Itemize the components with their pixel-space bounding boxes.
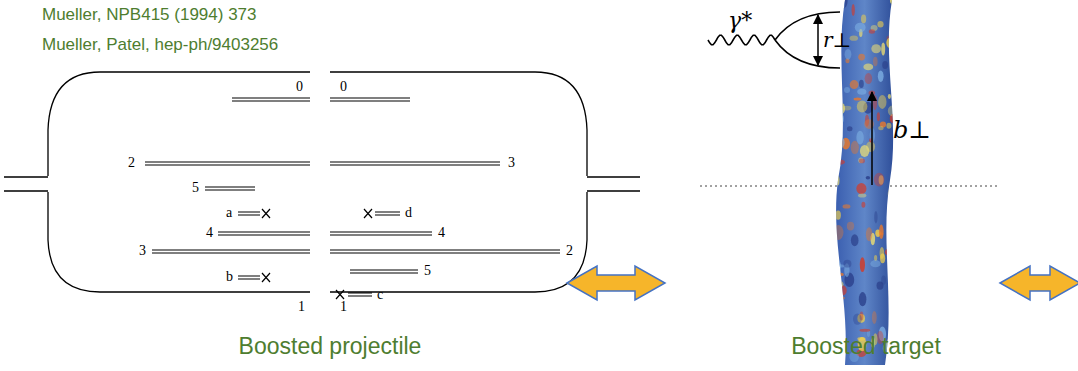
dipole-number: 5 xyxy=(192,181,199,195)
dipole-number: 4 xyxy=(438,226,445,240)
dipole-number: 2 xyxy=(566,244,573,258)
caption-text: Boosted target xyxy=(791,335,941,358)
dipole-number: 0 xyxy=(340,80,347,94)
double-arrow xyxy=(567,266,665,300)
dipole-number: a xyxy=(226,206,232,220)
reference: Mueller, Patel, hep-ph/9403256 xyxy=(42,36,278,53)
dipole-number: 1 xyxy=(340,300,347,314)
photon-line xyxy=(708,35,775,45)
onium-outline xyxy=(4,72,640,292)
photon-symbol: γ* xyxy=(728,10,752,32)
dipole-number: c xyxy=(377,288,383,302)
reference: Mueller, NPB415 (1994) 373 xyxy=(42,6,257,23)
dipole-number: 2 xyxy=(128,156,135,170)
impact-parameter-symbol: b⊥ xyxy=(893,118,931,142)
dipole-number: 0 xyxy=(296,80,303,94)
dipole-number: d xyxy=(405,206,412,220)
dipole-number: 3 xyxy=(508,156,515,170)
caption-text: Boosted projectile xyxy=(239,335,422,358)
dipole-lines xyxy=(145,98,560,299)
dipole-number: 5 xyxy=(424,264,431,278)
dipole-size-symbol: r⊥ xyxy=(823,30,851,50)
dipole-size-arrow xyxy=(817,15,819,65)
impact-parameter-arrow xyxy=(871,92,873,185)
dipole-number: 1 xyxy=(298,300,305,314)
dipole-number: 4 xyxy=(206,226,213,240)
dipole-number: b xyxy=(226,270,233,284)
dipole-number: 3 xyxy=(139,244,146,258)
target-nucleus xyxy=(828,0,899,365)
double-arrow xyxy=(1000,266,1078,300)
